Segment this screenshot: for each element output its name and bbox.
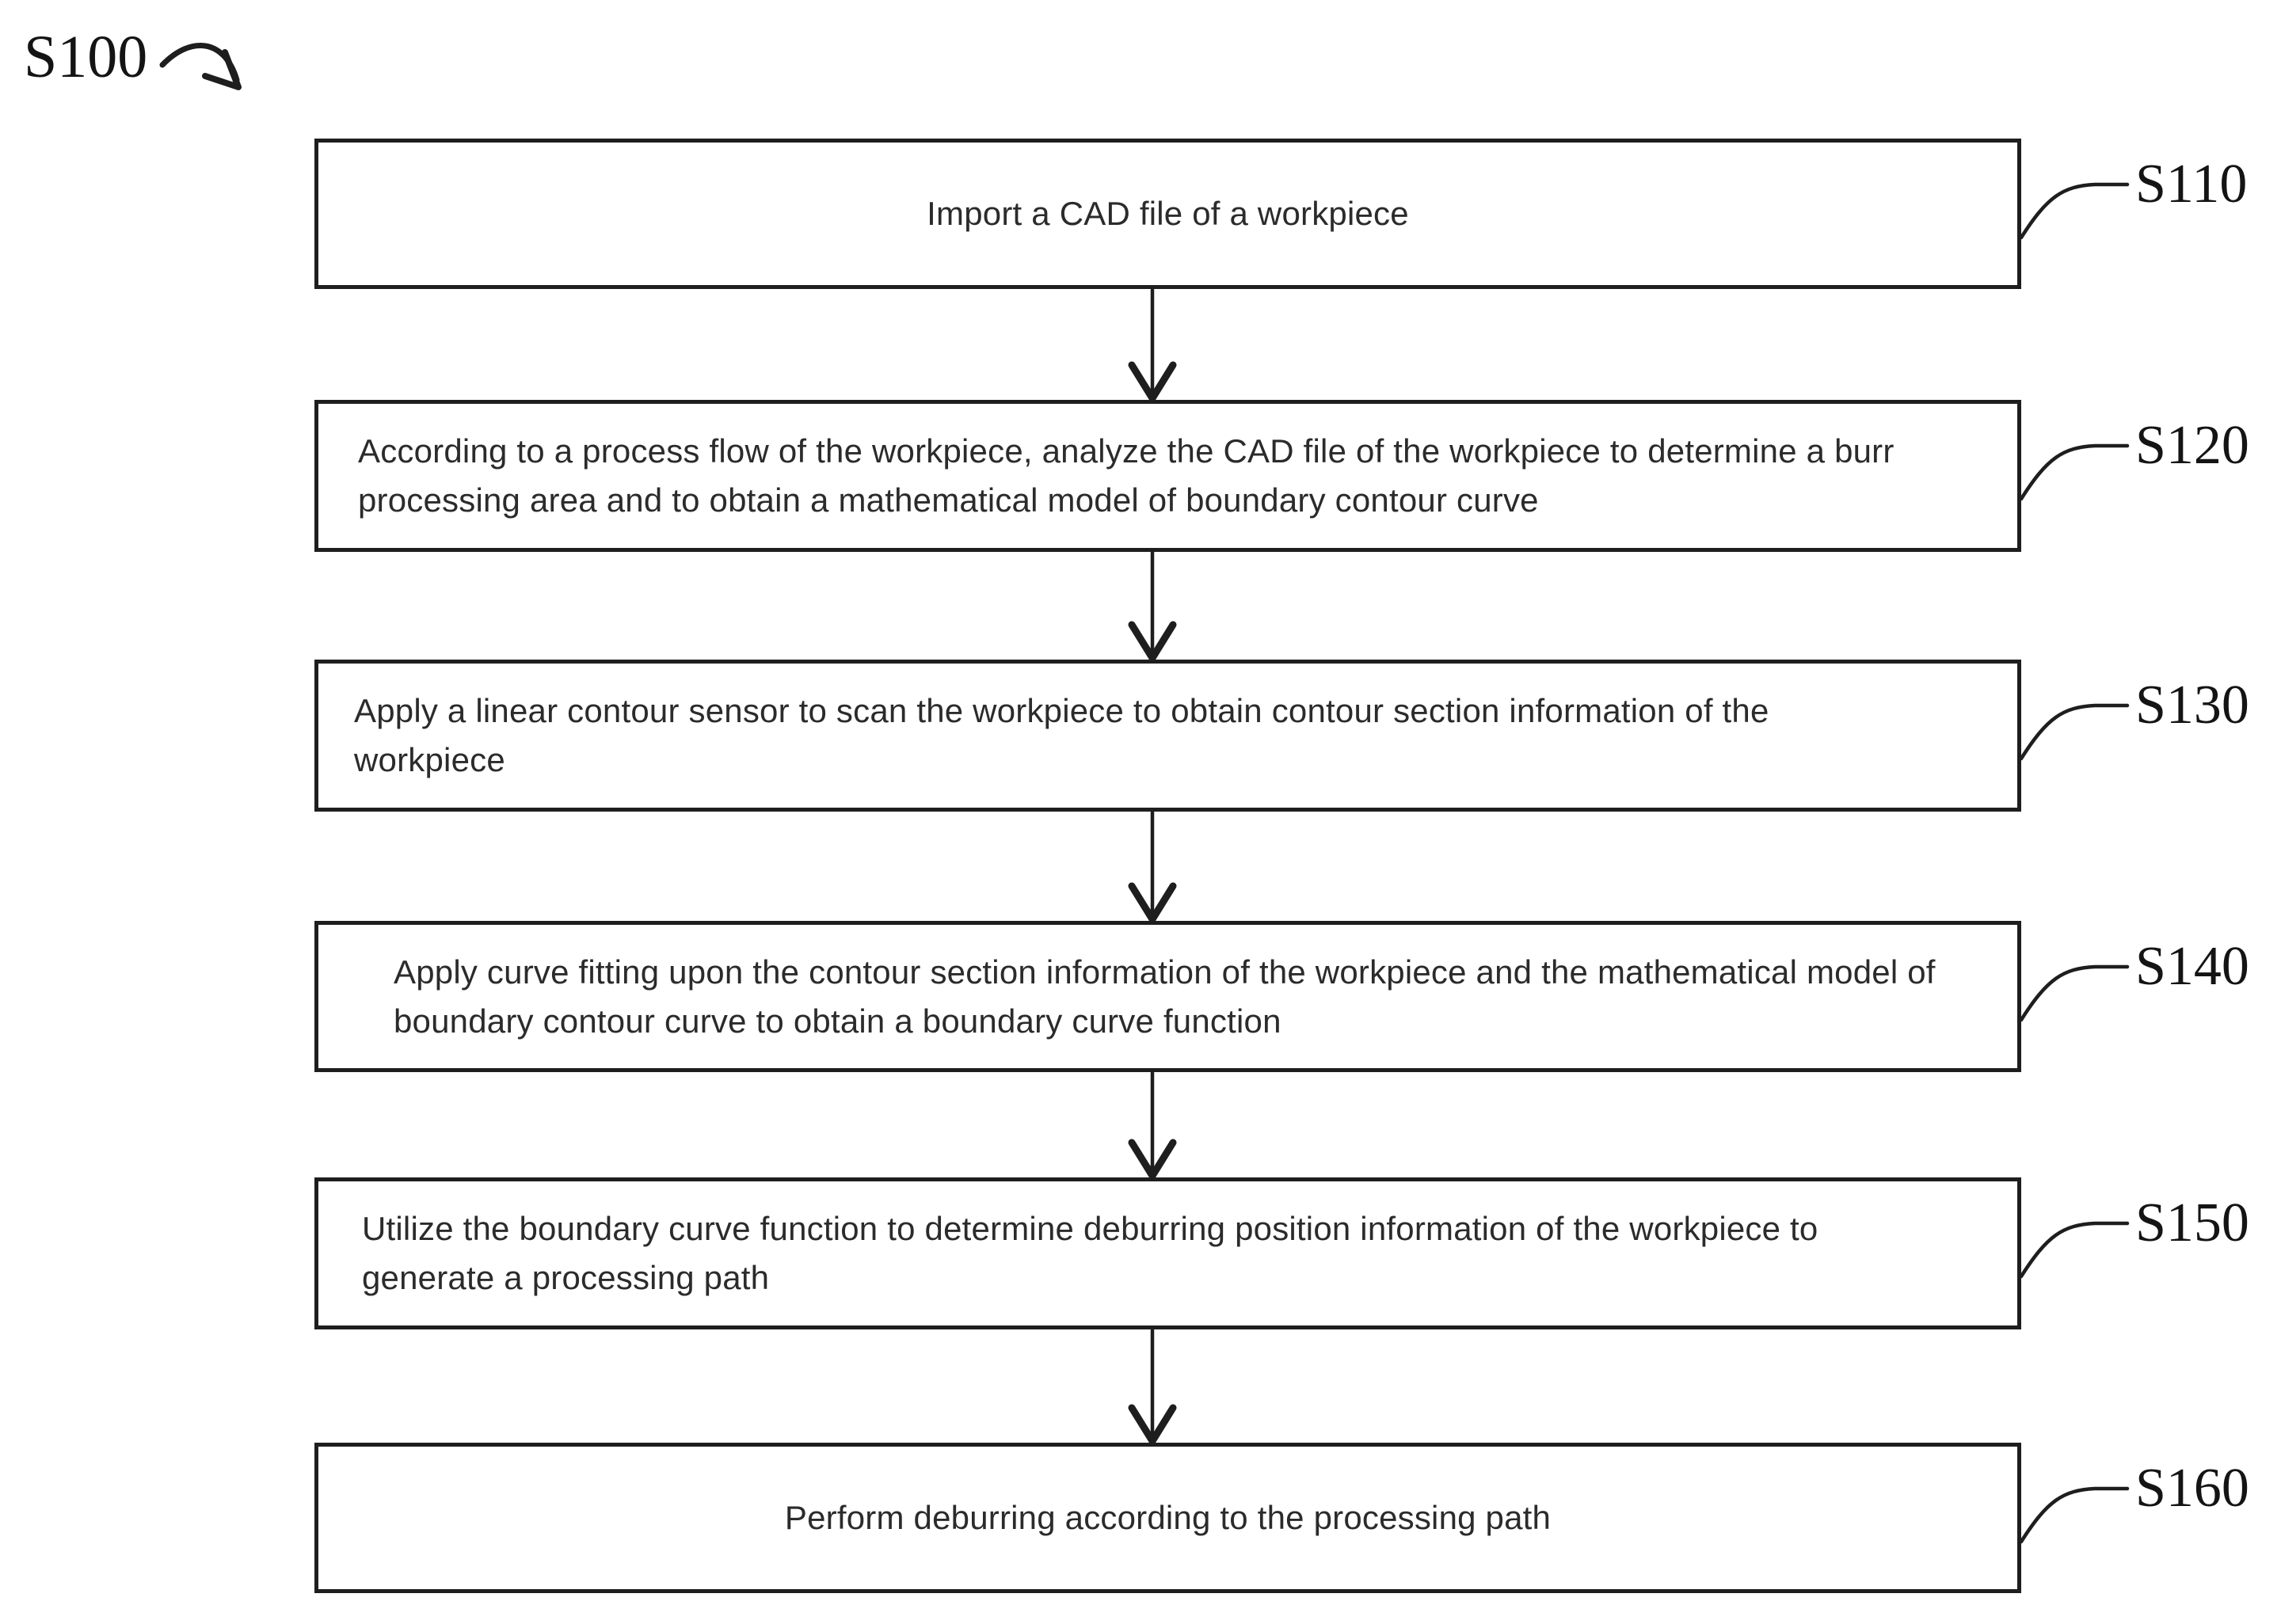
flow-arrow-3 (1128, 810, 1177, 923)
step-box-scan-workpiece: Apply a linear contour sensor to scan th… (314, 660, 2021, 812)
step-text-s120: According to a process flow of the workp… (358, 432, 1894, 519)
step-text-s110: Import a CAD file of a workpiece (927, 195, 1409, 232)
step-text-s150: Utilize the boundary curve function to d… (362, 1210, 1818, 1296)
connector-s160 (2019, 1486, 2130, 1544)
connector-s110 (2019, 182, 2130, 240)
figure-reference-label: S100 (24, 24, 148, 90)
flow-arrow-2 (1128, 550, 1177, 662)
step-text-s140: Apply curve fitting upon the contour sec… (394, 953, 1936, 1040)
flow-arrow-4 (1128, 1071, 1177, 1180)
label-connectors (2019, 182, 2130, 1544)
step-box-curve-fitting: Apply curve fitting upon the contour sec… (314, 921, 2021, 1072)
flow-arrow-1 (1128, 287, 1177, 402)
reference-arrow (159, 43, 242, 90)
step-text-s160: Perform deburring according to the proce… (784, 1499, 1552, 1536)
step-label-s140: S140 (2135, 936, 2249, 997)
step-label-s150: S150 (2135, 1192, 2249, 1253)
step-label-s120: S120 (2135, 415, 2249, 476)
connector-s130 (2019, 703, 2130, 761)
connector-s120 (2019, 443, 2130, 501)
connector-s140 (2019, 964, 2130, 1022)
flow-arrow-5 (1128, 1328, 1177, 1445)
step-box-import-cad: Import a CAD file of a workpiece (314, 139, 2021, 289)
step-label-s130: S130 (2135, 675, 2249, 736)
step-label-s160: S160 (2135, 1458, 2249, 1519)
step-box-analyze-cad: According to a process flow of the workp… (314, 400, 2021, 552)
step-box-generate-path: Utilize the boundary curve function to d… (314, 1177, 2021, 1329)
connector-s150 (2019, 1221, 2130, 1279)
step-box-perform-deburring: Perform deburring according to the proce… (314, 1443, 2021, 1593)
step-label-s110: S110 (2135, 154, 2248, 215)
step-text-s130: Apply a linear contour sensor to scan th… (354, 692, 1769, 778)
